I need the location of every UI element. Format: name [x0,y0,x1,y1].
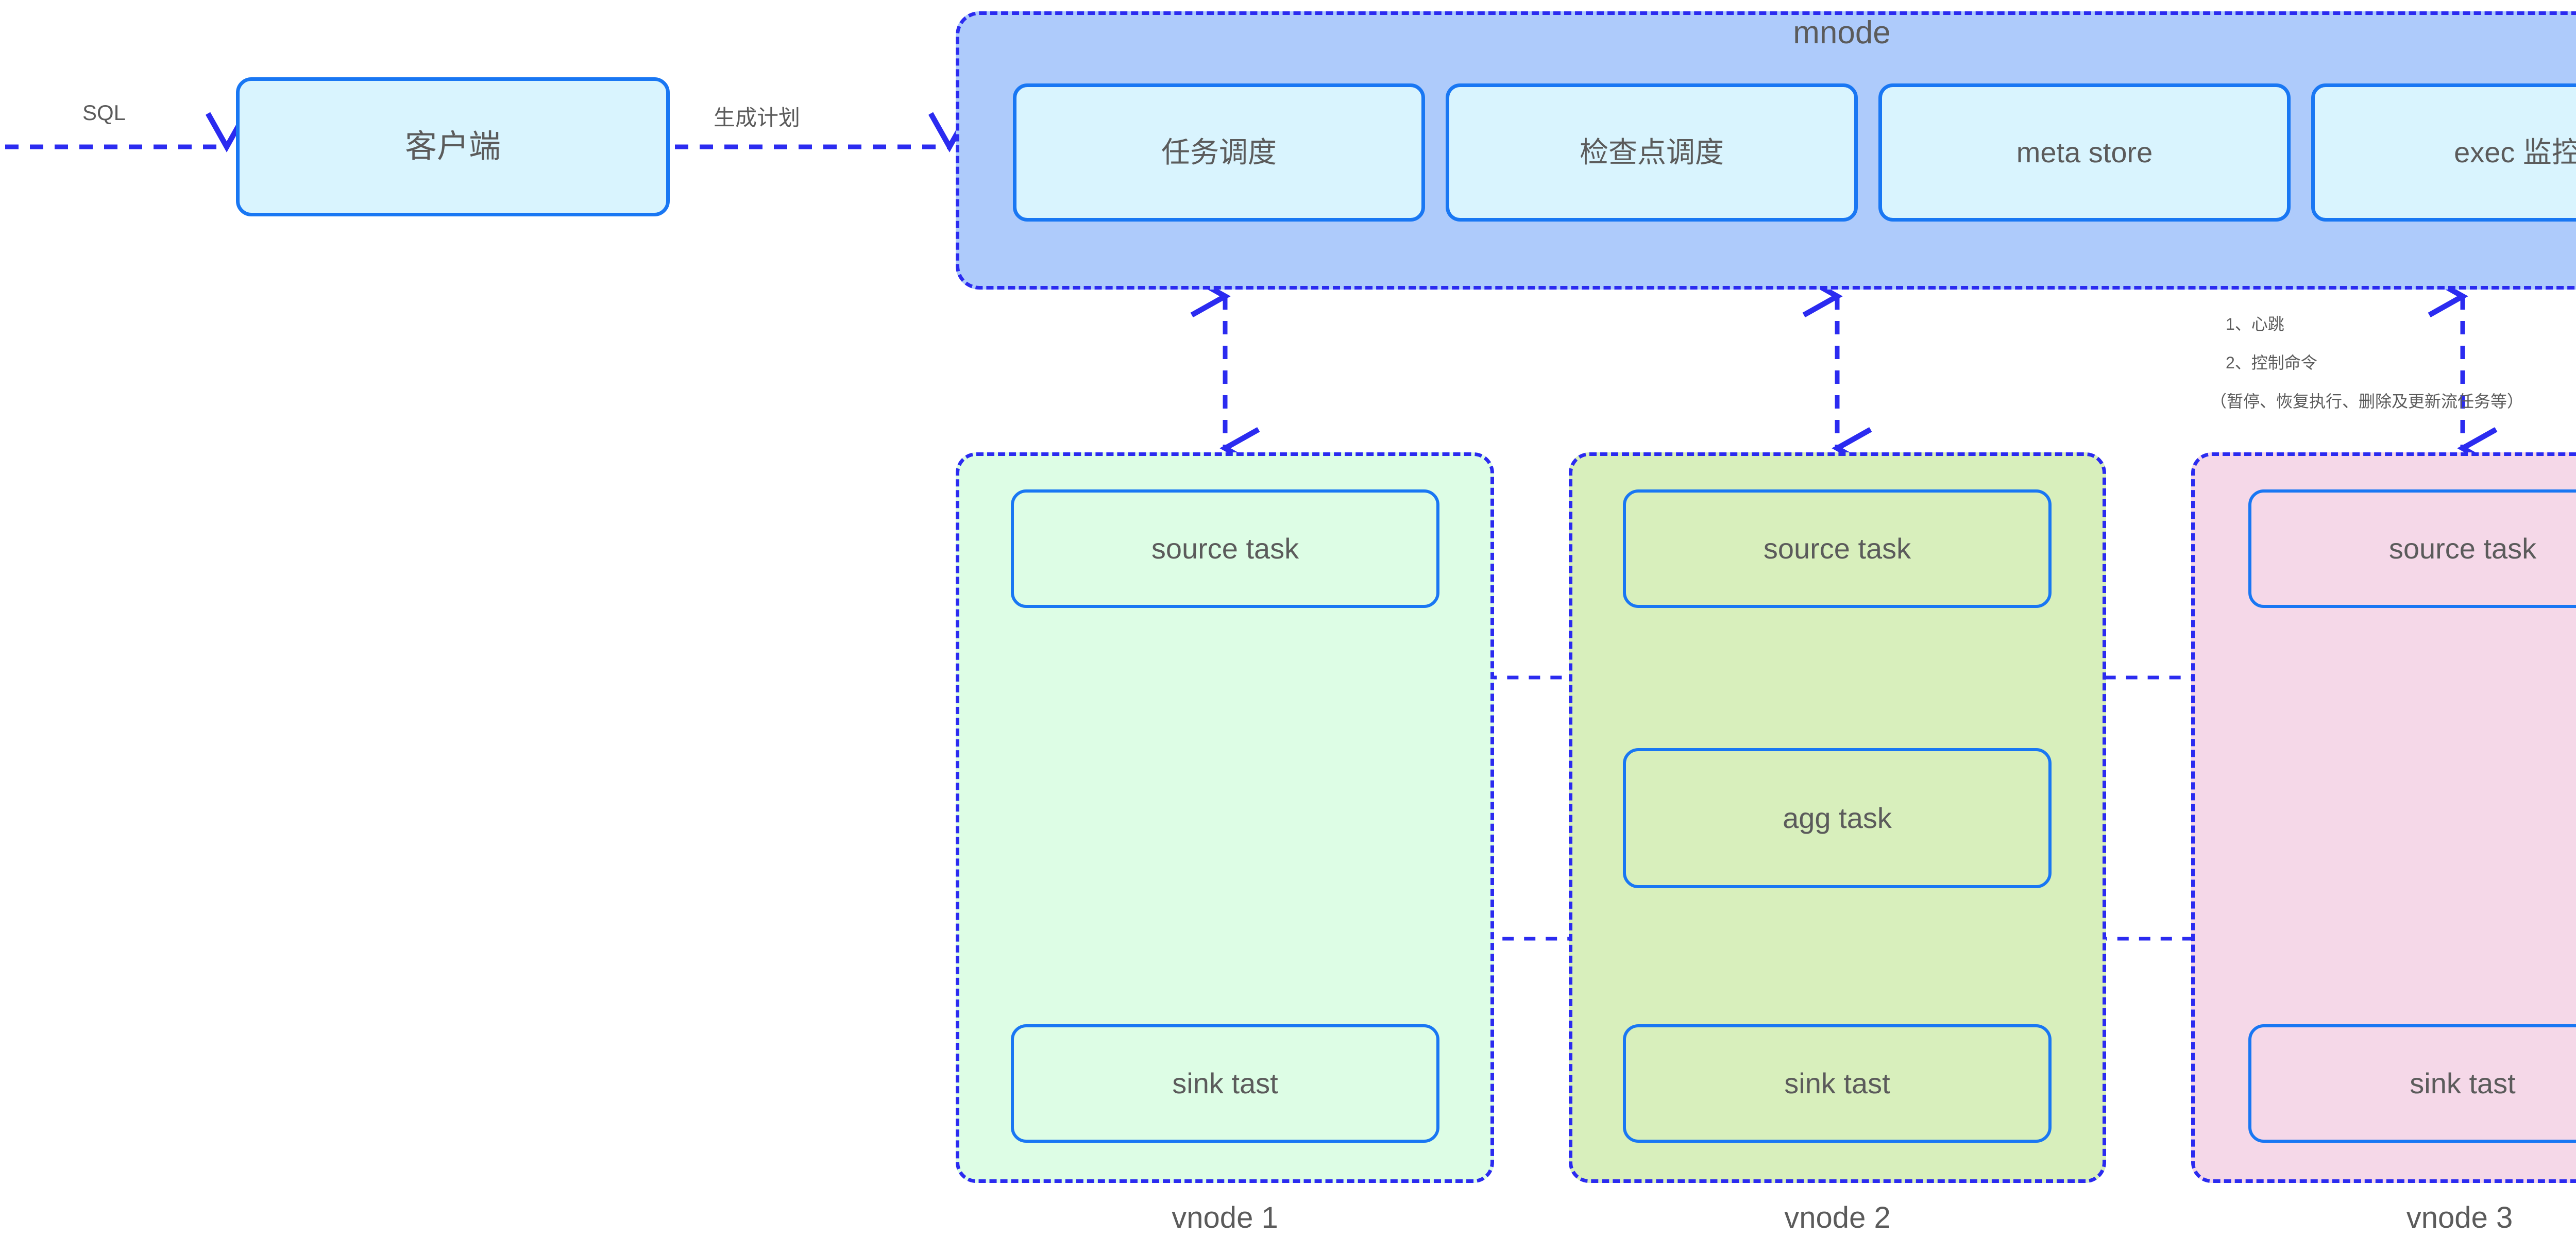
vnode-1-container [956,452,1494,1183]
vnode-3-sink-task[interactable]: sink tast [2248,1024,2576,1143]
vnode-2-sink-task[interactable]: sink tast [1623,1024,2052,1143]
mnode-cell-meta-store[interactable]: meta store [1878,83,2291,222]
vnode-1-source-task[interactable]: source task [1011,489,1439,608]
vnode-3-source-task[interactable]: source task [2248,489,2576,608]
control-note-line-1: 1、心跳 [2226,315,2284,333]
vnode-3-label: vnode 3 [2406,1201,2513,1234]
mnode-cell-task-scheduler[interactable]: 任务调度 [1013,83,1425,222]
vnode-1-label: vnode 1 [1172,1201,1278,1234]
vnode-1-sink-task[interactable]: sink tast [1011,1024,1439,1143]
control-note-line-3: （暂停、恢复执行、删除及更新流任务等） [2210,392,2524,411]
client-box[interactable]: 客户端 [236,77,670,216]
generate-plan-label: 生成计划 [714,106,801,130]
vnode-2-source-task[interactable]: source task [1623,489,2052,608]
vnode-2-label: vnode 2 [1784,1201,1891,1234]
control-note-line-2: 2、控制命令 [2226,353,2317,372]
mnode-title: mnode [1793,15,1891,50]
mnode-cell-exec-monitor[interactable]: exec 监控 [2311,83,2576,222]
mnode-cell-checkpoint-scheduler[interactable]: 检查点调度 [1446,83,1858,222]
sql-label: SQL [82,100,126,125]
vnode-2-agg-task[interactable]: agg task [1623,748,2052,888]
vnode-2-container [1569,452,2106,1183]
vnode-3-container [2191,452,2576,1183]
